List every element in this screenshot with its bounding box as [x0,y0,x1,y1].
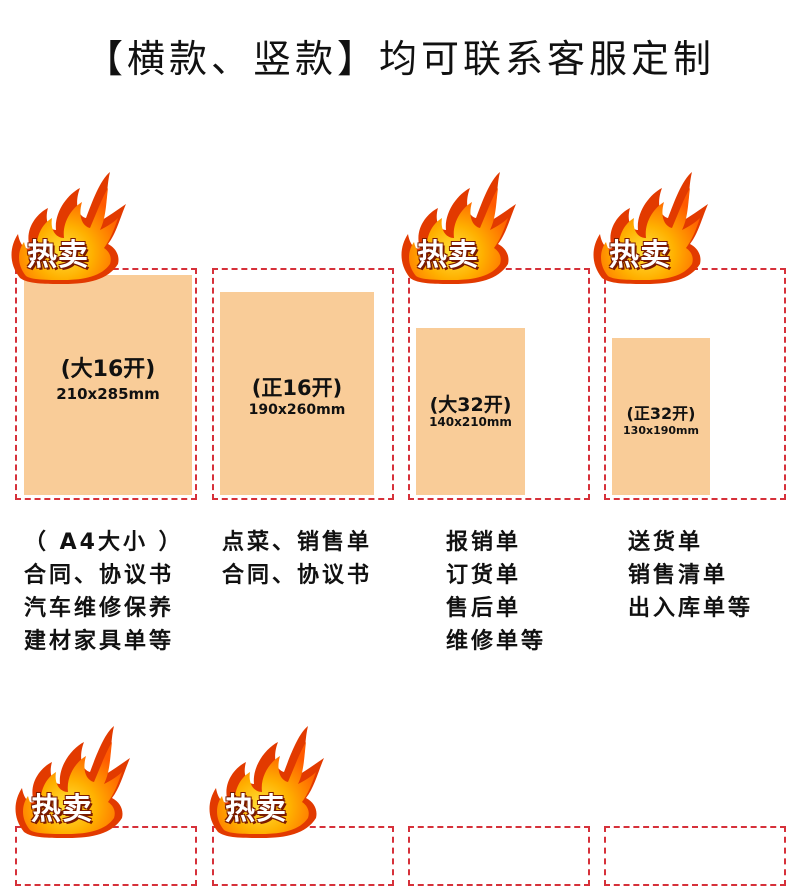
badge-label: 热卖 [225,792,287,827]
hot-sale-badge: 热卖 [590,168,710,288]
desc-line: 报销单 [446,530,522,555]
hot-sale-badge: 热卖 [8,168,128,288]
desc-line: 建材家具单等 [24,629,175,654]
badge-label: 热卖 [417,238,479,273]
description-large-16k: （ A4大小 ） 合同、协议书 汽车维修保养 建材家具单等 [24,526,184,658]
frame-standard-16k [212,268,394,500]
dimension-label: 190x260mm [248,402,346,418]
size-label: (正32开) [626,404,696,423]
desc-line: 合同、协议书 [24,563,175,588]
flame-icon [11,172,126,284]
desc-line: 点菜、销售单 [222,530,373,555]
desc-line: 维修单等 [446,629,547,654]
size-label: (正16开) [251,376,343,400]
badge-label: 热卖 [27,238,89,273]
sheet-large-32k: (大32开) 140x210mm [416,328,525,495]
flame-icon [209,726,324,838]
size-label: (大16开) [60,357,156,382]
desc-line: 出入库单等 [628,596,754,621]
desc-line: 订货单 [446,563,522,588]
flame-icon [401,172,516,284]
hot-sale-badge: 热卖 [398,168,518,288]
description-standard-16k: 点菜、销售单 合同、协议书 [222,526,372,592]
dimension-label: 210x285mm [56,385,160,403]
hot-sale-badge: 热卖 [206,722,326,842]
sheet-standard-16k: (正16开) 190x260mm [220,292,374,495]
sheet-standard-32k: (正32开) 130x190mm [612,338,710,495]
flame-icon [593,172,708,284]
size-label: (大32开) [429,394,512,416]
page-title: 【横款、竖款】均可联系客服定制 [84,37,715,81]
desc-line: 送货单 [628,530,704,555]
frame-row2-4 [604,826,786,886]
desc-line: 汽车维修保养 [24,596,175,621]
desc-line: 销售清单 [628,563,729,588]
desc-line: （ A4大小 ） [24,530,184,555]
dimension-label: 130x190mm [623,424,699,437]
description-standard-32k: 送货单 销售清单 出入库单等 [628,526,753,625]
frame-row2-3 [408,826,590,886]
desc-line: 合同、协议书 [222,563,373,588]
flame-icon [15,726,130,838]
badge-label: 热卖 [31,792,93,827]
description-large-32k: 报销单 订货单 售后单 维修单等 [446,526,546,658]
desc-line: 售后单 [446,596,522,621]
hot-sale-badge: 热卖 [12,722,132,842]
badge-label: 热卖 [609,238,671,273]
dimension-label: 140x210mm [429,415,512,429]
sheet-large-16k: (大16开) 210x285mm [24,275,192,495]
